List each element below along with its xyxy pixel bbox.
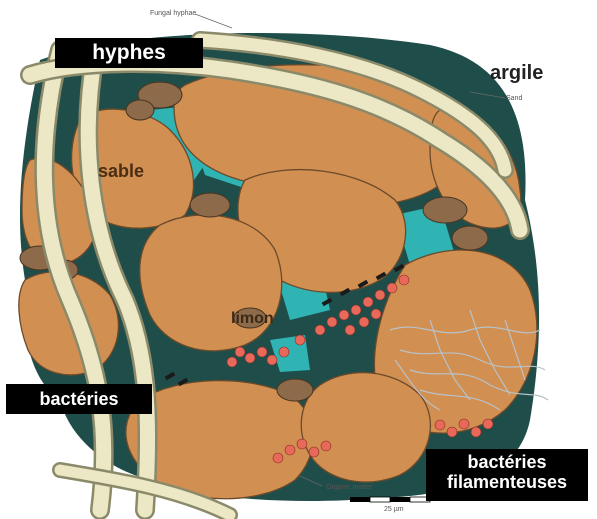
label-bacteries-filamenteuses: bactéries filamenteuses bbox=[426, 449, 588, 501]
sand-grain-mid bbox=[140, 215, 282, 351]
sand-grain-bottom-right bbox=[301, 373, 430, 482]
label-sable: sable bbox=[98, 161, 144, 182]
label-filam-line1: bactéries bbox=[426, 453, 588, 473]
label-limon: limon bbox=[231, 310, 274, 328]
annotation-fungal-hyphae: Fungal hyphae bbox=[150, 10, 196, 17]
annotation-scale: 25 µm bbox=[384, 506, 404, 513]
annotation-sand: Sand bbox=[506, 95, 522, 102]
scale-bar bbox=[350, 497, 430, 502]
label-hyphes: hyphes bbox=[55, 38, 203, 68]
label-argile: argile bbox=[490, 62, 543, 85]
label-bacteries: bactéries bbox=[6, 384, 152, 414]
annotation-organic-matter: Organic matter bbox=[326, 484, 372, 491]
label-filam-line2: filamenteuses bbox=[426, 473, 588, 493]
